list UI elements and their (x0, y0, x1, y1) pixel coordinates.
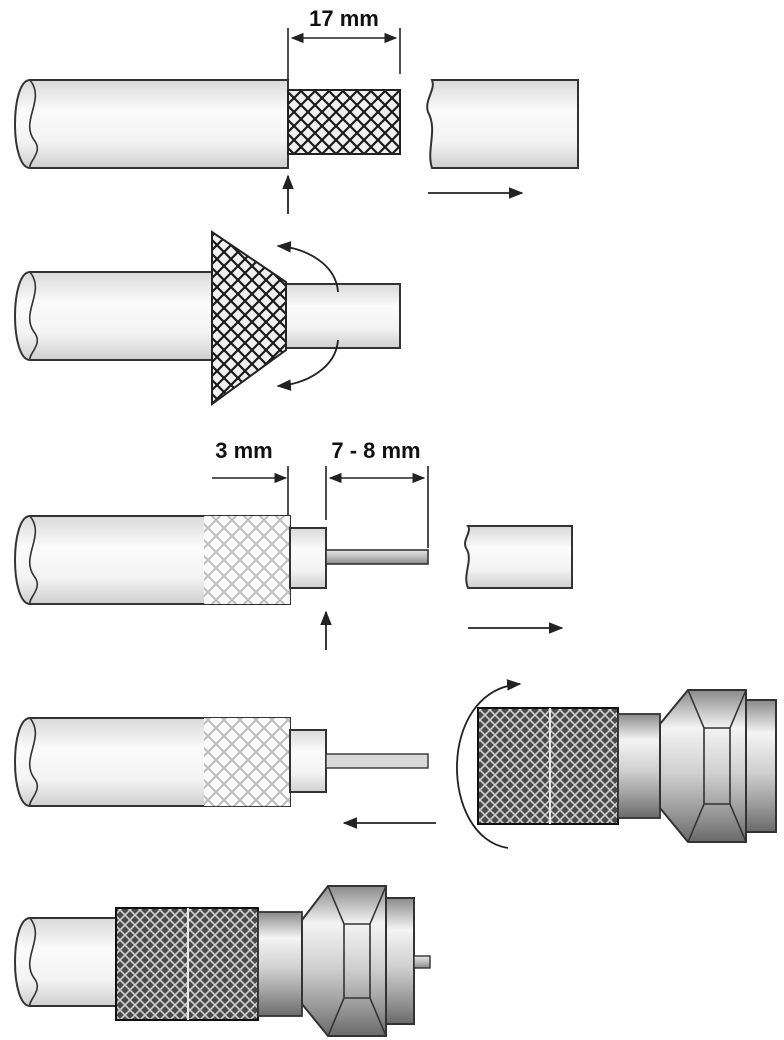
connector-neck (257, 911, 303, 1017)
cable-jacket (14, 917, 121, 1007)
knurled-sleeve (477, 707, 619, 825)
cable-end-wave (28, 515, 39, 605)
dielectric-stub (289, 527, 327, 589)
cable-jacket (14, 271, 213, 361)
step1-strip-jacket: 17 mm (14, 6, 579, 214)
cable-jacket (14, 79, 289, 169)
removed-jacket-piece (426, 79, 579, 169)
step4-screw-on-connector (14, 679, 777, 849)
connector-neck (617, 713, 661, 819)
cable-end-wave (28, 717, 39, 807)
step3-strip-dielectric: 3 mm 7 - 8 mm (14, 438, 573, 650)
center-pin-tip (413, 955, 431, 969)
fold-arrow-top (276, 241, 339, 293)
connector-flange (745, 699, 777, 833)
cable-end-wave (28, 917, 39, 1007)
cable-end-wave (28, 79, 39, 169)
dimension-label-17mm: 17 mm (309, 6, 379, 31)
step5-assembled-connector (14, 885, 431, 1037)
rotation-arrow (456, 679, 522, 849)
center-conductor (325, 753, 429, 769)
folded-braid-on-jacket (204, 718, 290, 806)
fold-arrow-bottom (276, 339, 339, 391)
connector-flange (385, 897, 415, 1025)
dimension-label-7-8mm: 7 - 8 mm (331, 438, 420, 463)
center-conductor (325, 549, 429, 565)
dielectric-stub (289, 729, 327, 793)
exposed-braid (287, 89, 401, 155)
f-connector (477, 689, 777, 843)
cable-end-wave (28, 271, 39, 361)
dimension-label-3mm: 3 mm (215, 438, 272, 463)
folded-braid-on-jacket (204, 516, 290, 604)
step2-fold-braid (14, 230, 401, 406)
connector-hex-nut (659, 689, 747, 843)
folded-braid (211, 230, 287, 406)
removed-dielectric-piece (464, 525, 573, 589)
dielectric-core (279, 283, 401, 349)
